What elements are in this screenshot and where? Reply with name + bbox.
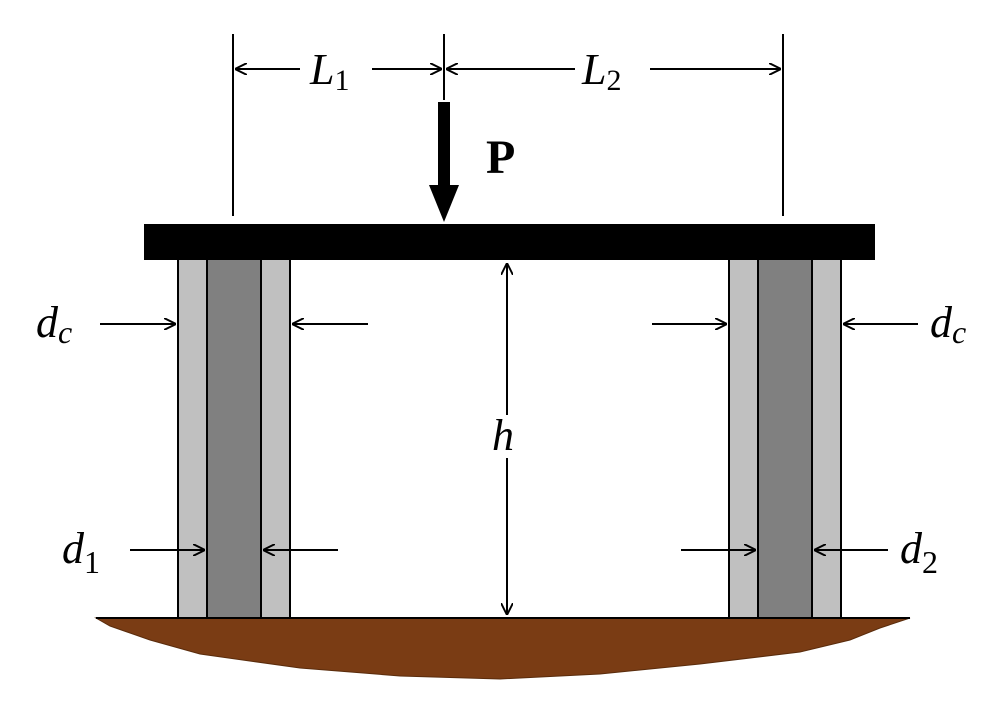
beam [144,224,875,260]
label-L1: L1 [309,45,349,97]
label-L2: L2 [581,45,621,97]
right-column [728,257,842,619]
left-inner-core [206,257,262,619]
label-h: h [492,411,514,460]
ground [94,617,911,680]
load-P-arrow [429,102,459,222]
right-inner-core [757,257,813,619]
label-P: P [486,131,515,184]
label-dc-right: dc [930,298,966,350]
label-d1: d1 [62,524,100,580]
left-column [177,257,291,619]
label-dc-left: dc [36,298,72,350]
label-d2: d2 [900,524,938,580]
